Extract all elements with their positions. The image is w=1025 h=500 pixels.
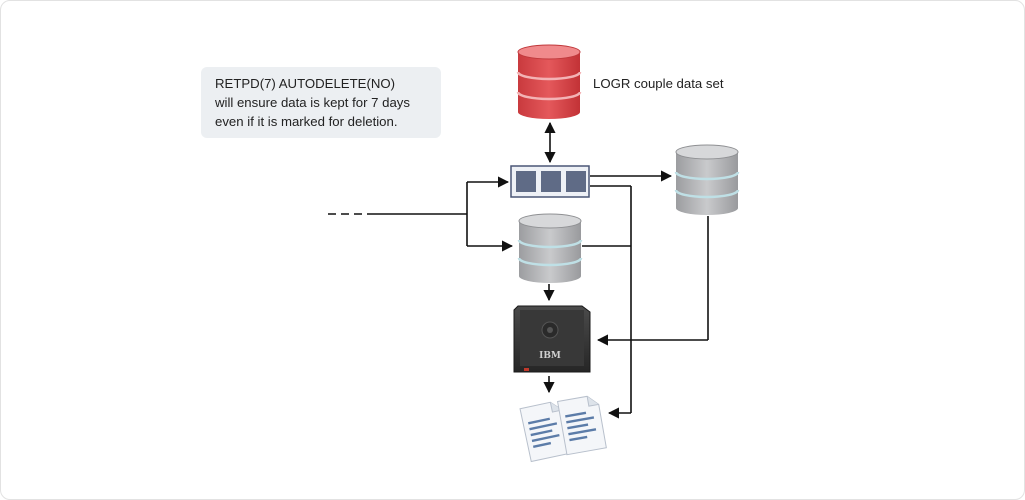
database-cylinder-icon xyxy=(516,44,582,119)
documents-icon xyxy=(519,395,607,463)
connectors xyxy=(328,121,709,419)
tape-brand-label: IBM xyxy=(539,351,561,361)
database-cylinder-icon xyxy=(674,144,740,215)
retention-note: RETPD(7) AUTODELETE(NO) will ensure data… xyxy=(201,67,441,138)
database-cylinder-icon xyxy=(517,213,583,283)
note-line-1: RETPD(7) AUTODELETE(NO) xyxy=(215,76,396,91)
note-line-2: will ensure data is kept for 7 days xyxy=(215,95,410,110)
note-line-3: even if it is marked for deletion. xyxy=(215,114,398,129)
logr-label: LOGR couple data set xyxy=(593,76,724,91)
tape-cartridge-icon: IBM xyxy=(513,305,591,373)
buffer-block-icon xyxy=(510,165,590,198)
